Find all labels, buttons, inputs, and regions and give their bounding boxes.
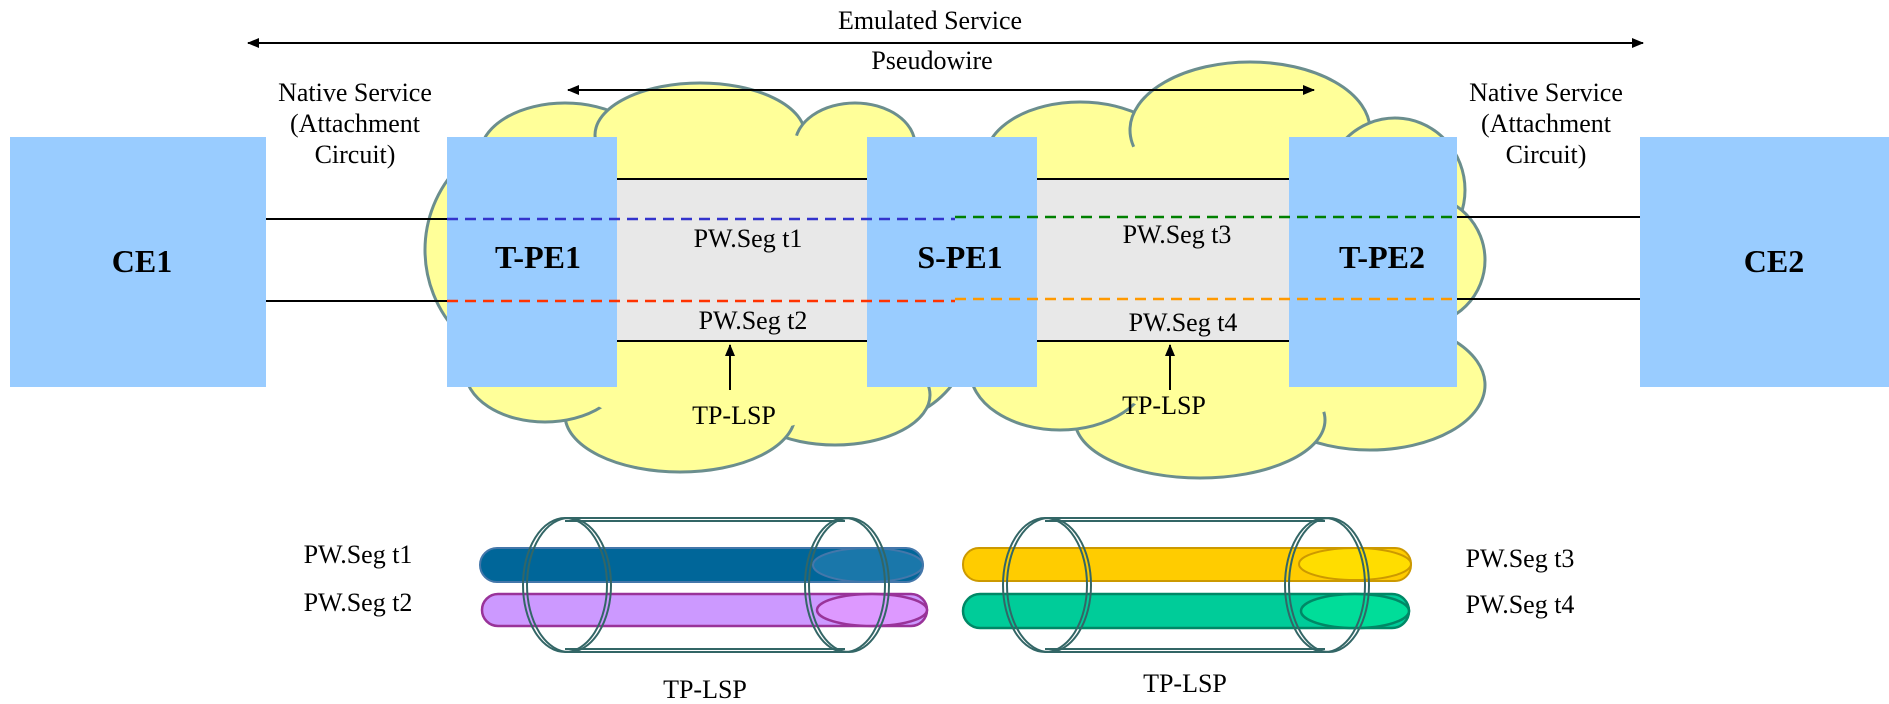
tp-lsp-right-label: TP-LSP bbox=[1122, 391, 1206, 420]
tunnel-right bbox=[1037, 179, 1289, 341]
svg-text:PW.Seg t1: PW.Seg t1 bbox=[304, 540, 413, 569]
svg-text:(Attachment: (Attachment bbox=[1481, 109, 1612, 138]
pipe-t3 bbox=[962, 547, 1412, 582]
svg-text:TP-LSP: TP-LSP bbox=[1143, 669, 1227, 698]
pipe-t4 bbox=[961, 592, 1411, 630]
pw-segment-lines bbox=[447, 215, 1457, 303]
ce2-box bbox=[1640, 137, 1889, 387]
native-service-left: Native Service (Attachment Circuit) bbox=[278, 78, 432, 169]
svg-text:Circuit): Circuit) bbox=[1506, 140, 1587, 169]
tpe1-box bbox=[447, 137, 617, 387]
pipe-t1 bbox=[479, 547, 924, 583]
ce1-box bbox=[10, 137, 266, 387]
svg-text:PW.Seg t3: PW.Seg t3 bbox=[1466, 544, 1575, 573]
pw-seg-t4-label: PW.Seg t4 bbox=[1129, 308, 1238, 337]
pipe-t2 bbox=[480, 592, 929, 628]
native-service-right: Native Service (Attachment Circuit) bbox=[1469, 78, 1623, 169]
svg-text:TP-LSP: TP-LSP bbox=[663, 675, 747, 704]
attachment-circuit-lines bbox=[266, 216, 1640, 302]
tp-lsp-left-label: TP-LSP bbox=[692, 401, 776, 430]
ce2-label: CE2 bbox=[1744, 243, 1804, 279]
tpe2-box bbox=[1289, 137, 1457, 387]
svg-text:Native Service: Native Service bbox=[278, 78, 432, 107]
tpe1-label: T-PE1 bbox=[495, 239, 581, 275]
tpe2-label: T-PE2 bbox=[1339, 239, 1425, 275]
svg-text:Native Service: Native Service bbox=[1469, 78, 1623, 107]
pw-seg-t3-label: PW.Seg t3 bbox=[1123, 220, 1232, 249]
ce1-label: CE1 bbox=[112, 243, 172, 279]
bundle-right: PW.Seg t3 PW.Seg t4 TP-LSP bbox=[961, 517, 1575, 698]
tp-lsp-cylinder-right bbox=[1002, 517, 1370, 653]
svg-text:PW.Seg t4: PW.Seg t4 bbox=[1466, 590, 1575, 619]
svg-text:Circuit): Circuit) bbox=[315, 140, 396, 169]
pw-seg-t2-label: PW.Seg t2 bbox=[699, 306, 808, 335]
tp-lsp-cylinder-left bbox=[522, 517, 890, 653]
svg-text:(Attachment: (Attachment bbox=[290, 109, 421, 138]
tunnel-borders bbox=[617, 178, 1289, 342]
svg-text:PW.Seg t2: PW.Seg t2 bbox=[304, 588, 413, 617]
emulated-service-label: Emulated Service bbox=[838, 6, 1022, 35]
pw-seg-t1-label: PW.Seg t1 bbox=[694, 224, 803, 253]
spe1-label: S-PE1 bbox=[917, 239, 1002, 275]
spe1-box bbox=[867, 137, 1037, 387]
pseudowire-label: Pseudowire bbox=[871, 46, 992, 75]
bundle-left: PW.Seg t1 PW.Seg t2 TP-LSP bbox=[304, 517, 929, 704]
tunnel-left bbox=[617, 179, 867, 341]
